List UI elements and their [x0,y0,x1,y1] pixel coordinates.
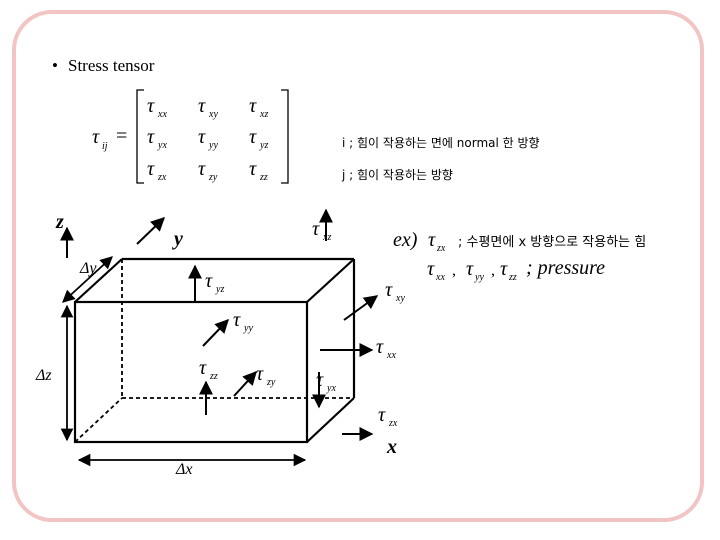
note-j: j ; 힘이 작용하는 방향 [342,168,453,182]
stress-label-sub-yx: yx [326,383,336,394]
matrix-cell-tau-zz: τ [249,158,257,180]
box-front-face [73,300,309,444]
example-prefix: ex) [393,229,418,251]
bullet-heading: • Stress tensor [52,56,154,76]
matrix-cell-sub-xx: xx [157,109,167,120]
dx-label: Δx [175,461,193,478]
stress-label-tau-yx: τ [316,369,324,391]
matrix-cell-sub-xy: xy [208,109,218,120]
tensor-lhs-sub: ij [102,141,108,152]
stress-label-tau-xz: τ [312,218,320,240]
matrix-cell-tau-yz: τ [249,126,257,148]
stress-label-tau-zy: τ [256,363,264,385]
box-top-right-edge [306,258,355,303]
bullet-title: Stress tensor [68,56,155,75]
stress-label-sub-xz: xz [322,232,331,243]
matrix-cell-tau-yy: τ [198,126,206,148]
matrix-cell-sub-zy: zy [208,172,218,183]
dz-label: Δz [35,367,52,384]
pressure-comma-2: , [491,262,495,279]
tensor-lhs-symbol: τ [92,126,100,148]
y-axis-arrow [136,217,166,245]
pressure-tau-yy-sub: yy [474,272,484,283]
pressure-label: ; pressure [526,257,605,279]
stress-label-tau-zx: τ [378,404,386,426]
dy-dimension-arrow [62,256,113,303]
equals-sign: = [116,125,127,147]
z-axis-label: z [55,211,64,233]
tau-zy-arrow [233,370,257,397]
slide-frame [12,10,704,522]
stress-label-tau-yy: τ [233,309,241,331]
matrix-right-bracket [281,89,289,184]
stress-label-sub-yz: yz [215,284,224,295]
pressure-tau-yy: τ [466,258,474,280]
matrix-cell-tau-zx: τ [147,158,155,180]
stress-label-sub-xx: xx [386,350,396,361]
pressure-comma-1: , [452,262,456,279]
stress-label-sub-zx: zx [388,418,398,429]
example-tau-sub: zx [436,243,446,254]
x-axis-label: x [386,436,397,458]
pressure-tau-zz: τ [500,258,508,280]
stress-label-tau-xx: τ [376,336,384,358]
matrix-cell-sub-xz: xz [259,109,268,120]
example-tau: τ [428,229,436,251]
y-axis-label: y [172,228,183,250]
stress-arrows [188,208,379,415]
dimension-arrows [60,256,307,467]
matrix-cell-sub-yx: yx [157,140,167,151]
matrix-left-bracket [136,89,144,184]
matrix-cell-tau-xy: τ [198,95,206,117]
example-line: ex) τ zx τ xx , τ yy , τ zz ; pressure [393,229,605,283]
tau-xy-arrow [343,295,379,321]
matrix-cell-sub-yz: yz [259,140,268,151]
matrix-cell-tau-xz: τ [249,95,257,117]
matrix-cell-sub-yy: yy [208,140,218,151]
stress-label-sub-xy: xy [395,293,405,304]
tau-yy-arrow [202,318,229,347]
pressure-tau-xx: τ [427,258,435,280]
box-bottom-right-edge [306,397,355,443]
example-text: ; 수평면에 x 방향으로 작용하는 힘 [458,235,647,250]
note-i: i ; 힘이 작용하는 면에 normal 한 방향 [342,136,540,150]
stress-label-sub-zz: zz [209,371,218,382]
pressure-tau-xx-sub: xx [435,272,445,283]
axes [60,217,374,441]
dy-label: Δy [79,260,97,277]
pressure-tau-zz-sub: zz [508,272,517,283]
stress-label-sub-yy: yy [243,323,253,334]
matrix-cell-sub-zx: zx [157,172,167,183]
stress-label-tau-xy: τ [385,279,393,301]
matrix-cell-tau-xx: τ [147,95,155,117]
stress-label-tau-zz: τ [199,357,207,379]
stress-label-sub-zy: zy [266,377,276,388]
stress-element-box [73,257,356,444]
matrix-cell-tau-yx: τ [147,126,155,148]
box-hidden-depth-edge [74,397,123,443]
stress-label-tau-yz: τ [205,270,213,292]
matrix-cell-tau-zy: τ [198,158,206,180]
bullet-dot-icon: • [52,56,58,75]
matrix-cell-sub-zz: zz [259,172,268,183]
